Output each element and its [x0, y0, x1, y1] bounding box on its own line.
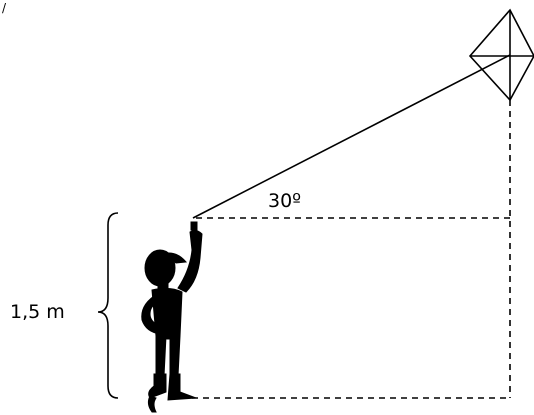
angle-label: 30º — [268, 190, 301, 212]
kite-string — [192, 54, 511, 219]
person-flying-kite-icon — [141, 221, 203, 413]
curly-brace-icon — [97, 212, 119, 399]
height-label: 1,5 m — [10, 301, 65, 323]
top-corner-mark: / — [2, 1, 7, 15]
kite-icon — [468, 8, 534, 102]
